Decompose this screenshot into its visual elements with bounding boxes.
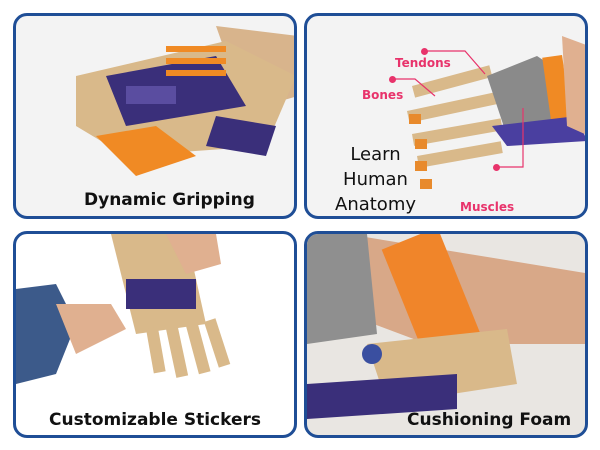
panel-dynamic-gripping: Dynamic Gripping	[13, 13, 297, 219]
panel-cushioning-foam: Cushioning Foam	[304, 231, 588, 438]
panel-learn-anatomy: Tendons Bones Muscles Learn Human Anatom…	[304, 13, 588, 219]
caption: Cushioning Foam	[407, 410, 572, 430]
caption-line: Human	[343, 169, 408, 190]
panel-customizable-stickers: Customizable Stickers	[13, 231, 297, 438]
robotic-hand-foam-image	[307, 234, 585, 419]
label-tendons: Tendons	[395, 56, 451, 70]
robotic-hand-stickers-image	[16, 234, 231, 384]
caption: Dynamic Gripping	[84, 190, 255, 210]
caption: Learn Human Anatomy	[335, 142, 417, 216]
robotic-hand-anatomy-image	[392, 36, 585, 189]
muscles-marker	[493, 164, 500, 171]
label-muscles: Muscles	[460, 200, 515, 214]
robotic-hand-gripping-image	[76, 26, 294, 176]
bones-marker	[389, 76, 396, 83]
caption-line: Anatomy	[335, 194, 417, 215]
caption: Customizable Stickers	[49, 410, 262, 430]
caption-line: Learn	[350, 144, 401, 165]
tendons-marker	[421, 48, 428, 55]
label-bones: Bones	[362, 88, 404, 102]
